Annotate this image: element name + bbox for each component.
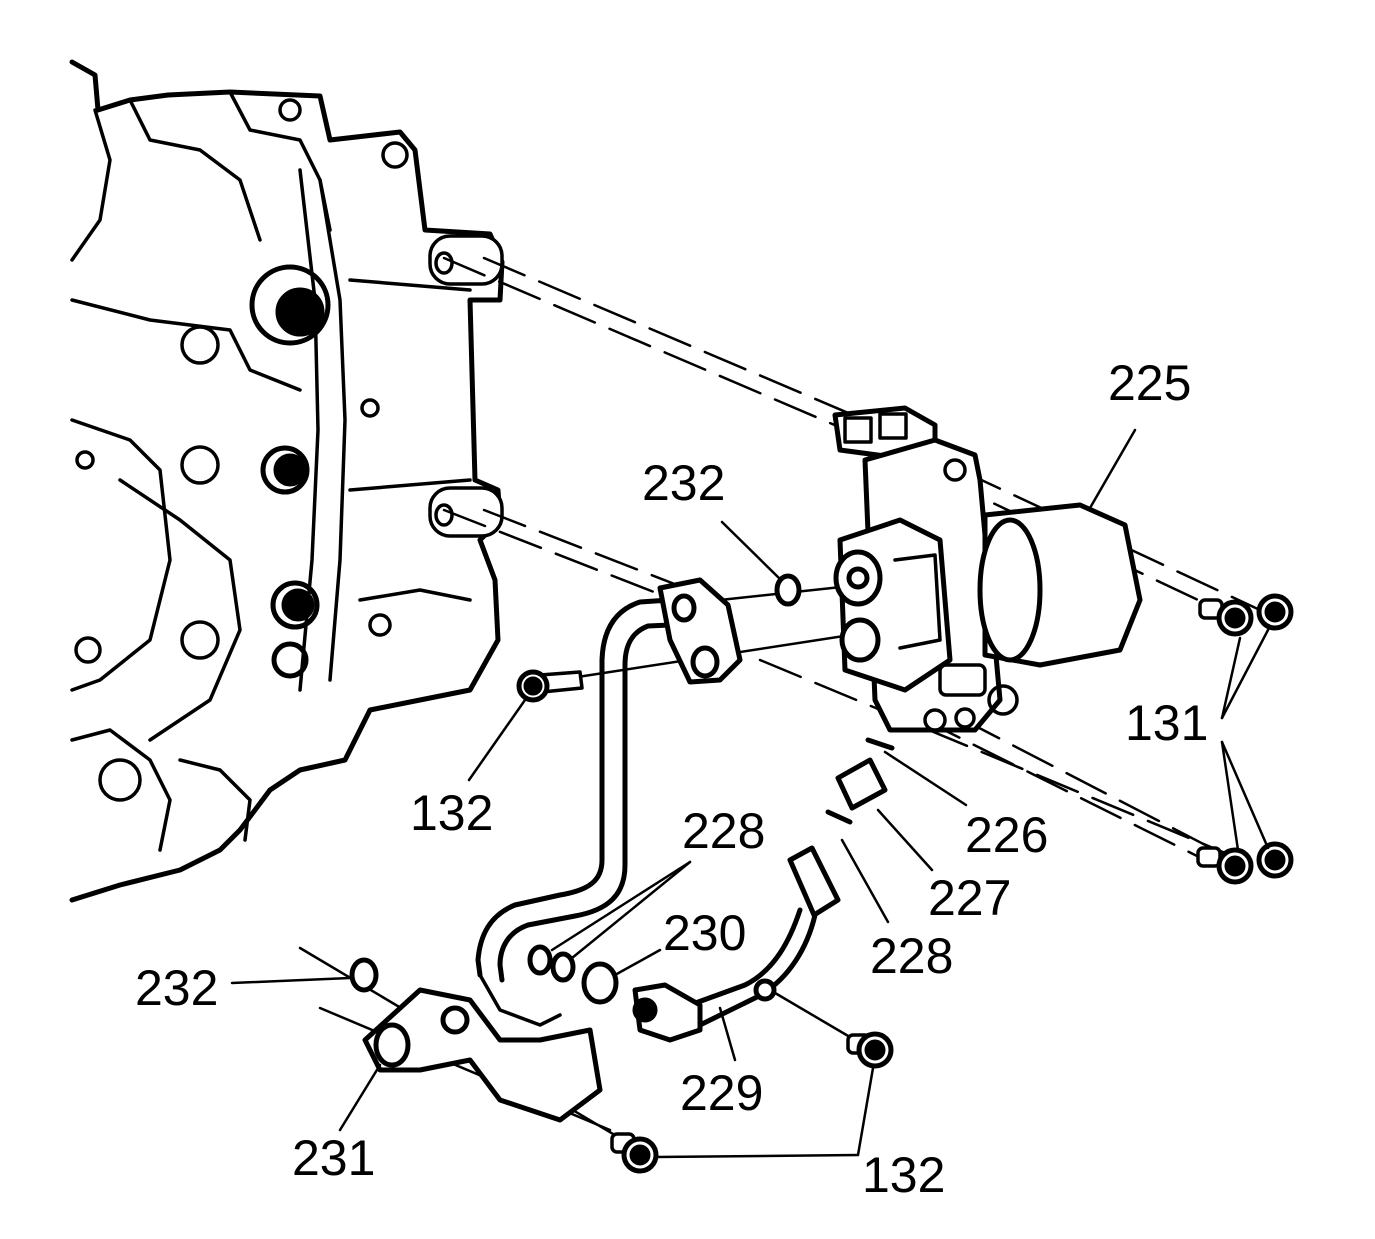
callout-226: 226 [965,807,1048,863]
pump-assembly [832,405,1143,733]
callout-230: 230 [663,905,746,961]
callout-132-bottom: 132 [862,1147,945,1203]
callout-231: 231 [292,1130,375,1186]
coolant-pipe [349,573,802,1123]
callout-228-right: 228 [870,928,953,984]
callout-227: 227 [928,870,1011,926]
leader-lines [230,428,1270,1159]
callout-225: 225 [1108,355,1191,411]
hose-and-fittings [610,737,895,1174]
callout-228-top: 228 [682,803,765,859]
callout-132-left: 132 [410,785,493,841]
fasteners-131 [1196,593,1294,885]
callout-labels: 225 232 131 132 228 226 227 230 228 232 … [135,355,1208,1203]
callout-229: 229 [680,1065,763,1121]
engine-housing [69,59,505,903]
callout-232-top: 232 [642,455,725,511]
callout-131: 131 [1125,695,1208,751]
callout-232-left: 232 [135,960,218,1016]
